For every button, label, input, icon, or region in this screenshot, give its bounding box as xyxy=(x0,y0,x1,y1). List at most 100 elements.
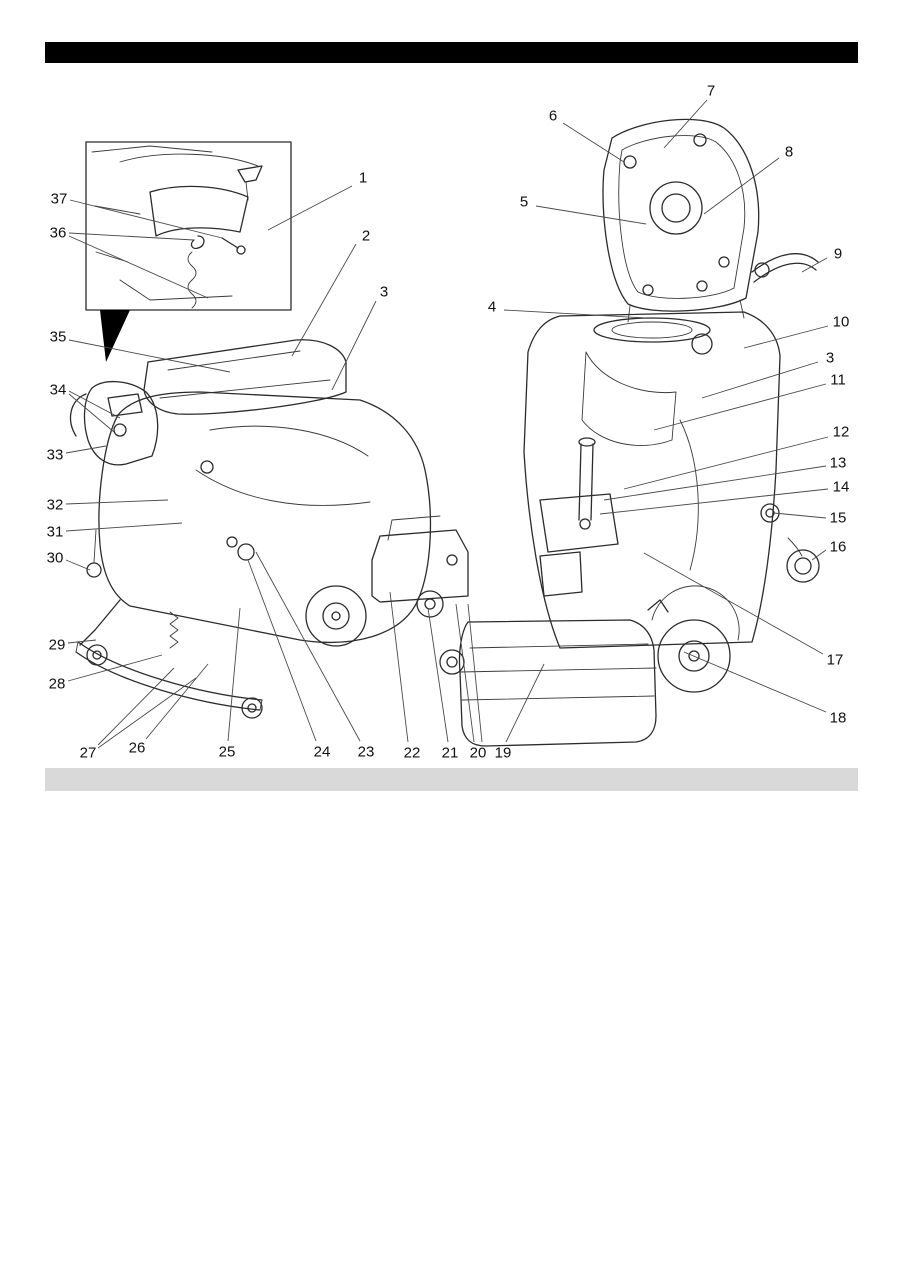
drain-hose xyxy=(786,549,820,583)
callout-label-35: 35 xyxy=(49,328,67,346)
leader-line-19 xyxy=(505,663,545,743)
callout-label-10: 10 xyxy=(832,313,850,331)
squeegee-arm xyxy=(79,599,121,646)
leader-line-2 xyxy=(291,243,357,357)
callout-label-6: 6 xyxy=(548,107,558,125)
callout-label-27: 27 xyxy=(79,744,97,762)
callout-label-34: 34 xyxy=(49,381,67,399)
leader-line-25 xyxy=(227,607,241,742)
callout-label-16: 16 xyxy=(829,538,847,556)
callout-label-24: 24 xyxy=(313,743,331,761)
callout-label-23: 23 xyxy=(357,743,375,761)
scrub-deck xyxy=(458,619,657,747)
leader-line-31 xyxy=(65,522,183,532)
operator-console xyxy=(83,381,159,466)
callout-label-33: 33 xyxy=(46,446,64,464)
leader-line-20 xyxy=(455,603,475,743)
leader-line-12 xyxy=(623,436,829,490)
callout-label-29: 29 xyxy=(48,636,66,654)
filler-cap xyxy=(237,543,255,561)
leader-line-16 xyxy=(811,549,827,561)
pedal xyxy=(647,599,669,613)
callout-label-5: 5 xyxy=(519,193,529,211)
standpipe xyxy=(578,437,596,447)
leader-line-3 xyxy=(701,361,819,399)
leader-line-13 xyxy=(603,465,827,501)
callout-label-9: 9 xyxy=(833,245,843,263)
callout-label-19: 19 xyxy=(494,744,512,762)
callout-label-1: 1 xyxy=(358,169,368,187)
rear-wheel xyxy=(657,619,731,693)
callout-label-12: 12 xyxy=(832,423,850,441)
leader-line-28 xyxy=(67,654,163,682)
callout-label-18: 18 xyxy=(829,709,847,727)
leader-line-37 xyxy=(69,199,223,239)
callout-label-20: 20 xyxy=(469,744,487,762)
leader-line-32 xyxy=(65,499,169,505)
leader-line-36 xyxy=(68,232,195,241)
callout-label-32: 32 xyxy=(46,496,64,514)
leader-line-30 xyxy=(65,559,91,571)
inset-pointer xyxy=(100,310,130,362)
leader-line-24 xyxy=(247,559,317,742)
front-panel xyxy=(539,551,583,597)
left-view-wheel xyxy=(305,585,367,647)
leader-line-4 xyxy=(503,309,647,319)
suction-filter xyxy=(649,181,703,235)
leader-line-9 xyxy=(801,257,828,273)
leader-line-22 xyxy=(389,591,409,743)
inset-detail-box xyxy=(85,141,292,362)
callout-label-28: 28 xyxy=(48,675,66,693)
leader-line-6 xyxy=(562,122,625,163)
footer-bar xyxy=(45,768,858,791)
callout-label-17: 17 xyxy=(826,651,844,669)
detergent-caddy xyxy=(371,529,469,603)
callout-label-14: 14 xyxy=(832,478,850,496)
leader-line-15 xyxy=(773,512,827,519)
leader-line-36 xyxy=(68,235,209,299)
leader-line-5 xyxy=(535,205,647,225)
leader-line-10 xyxy=(743,325,829,349)
leader-line-17 xyxy=(643,552,824,655)
right-view-illustration xyxy=(439,118,820,747)
drain-plug xyxy=(86,562,102,578)
leader-line-8 xyxy=(703,157,780,215)
callout-label-37: 37 xyxy=(50,190,68,208)
callout-label-7: 7 xyxy=(706,82,716,100)
leader-line-27 xyxy=(97,677,197,749)
leader-line-23 xyxy=(255,551,361,742)
funnel-detail xyxy=(237,165,263,183)
leader-line-27 xyxy=(97,667,175,746)
lever-detail xyxy=(221,237,239,249)
leader-line-26 xyxy=(145,663,209,740)
leader-lines xyxy=(65,99,829,749)
leader-line-18 xyxy=(683,651,827,713)
leader-line-34 xyxy=(68,390,121,419)
handle-bar xyxy=(69,393,87,437)
tank-lid xyxy=(143,339,347,415)
leader-line-33 xyxy=(65,445,107,454)
leader-line-3 xyxy=(331,300,377,391)
callout-label-31: 31 xyxy=(46,523,64,541)
hook-detail xyxy=(190,235,205,250)
rear-body xyxy=(523,311,781,649)
callout-label-22: 22 xyxy=(403,744,421,762)
header-bar xyxy=(45,42,858,63)
leader-line-29 xyxy=(67,639,97,644)
leader-line-20 xyxy=(467,603,483,743)
callout-label-3: 3 xyxy=(825,349,835,367)
callout-label-11: 11 xyxy=(830,371,846,389)
callout-label-25: 25 xyxy=(218,743,236,761)
callout-label-21: 21 xyxy=(441,744,459,762)
leader-line-7 xyxy=(663,99,708,149)
leader-line-11 xyxy=(653,383,827,431)
callout-label-3: 3 xyxy=(379,283,389,301)
callout-label-4: 4 xyxy=(487,298,497,316)
callout-label-26: 26 xyxy=(128,739,146,757)
callout-label-13: 13 xyxy=(829,454,847,472)
leader-line-1 xyxy=(267,185,353,231)
star-knob xyxy=(760,503,780,523)
